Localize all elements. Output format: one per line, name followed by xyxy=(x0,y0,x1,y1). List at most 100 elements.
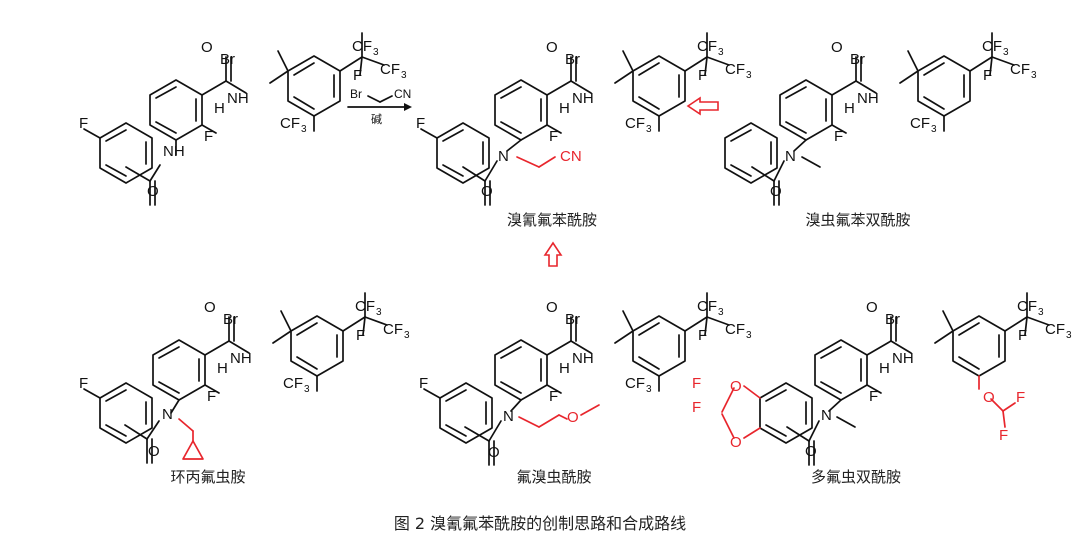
svg-text:F: F xyxy=(698,327,707,344)
svg-text:Br: Br xyxy=(223,311,238,328)
atom-O-highlight: O xyxy=(567,409,579,426)
svg-text:3: 3 xyxy=(1038,307,1044,318)
svg-text:CF: CF xyxy=(1017,298,1037,315)
figure-caption: 图 2 溴氰氟苯酰胺的创制思路和合成路线 xyxy=(393,514,687,533)
atom-CF3: CF xyxy=(352,38,372,55)
svg-text:O: O xyxy=(983,389,995,406)
svg-text:F: F xyxy=(419,375,428,392)
svg-text:O: O xyxy=(546,299,558,316)
svg-text:N: N xyxy=(785,148,796,165)
label-top-middle: 溴氰氟苯酰胺 xyxy=(506,211,598,229)
svg-text:3: 3 xyxy=(718,47,724,58)
atom-CN-highlight: CN xyxy=(560,148,582,165)
svg-text:F: F xyxy=(983,67,992,84)
label-bottom-right: 多氟虫双酰胺 xyxy=(810,468,902,486)
atom-CF3: CF xyxy=(280,115,300,132)
svg-text:CF: CF xyxy=(1010,61,1030,78)
compound-bottom-middle xyxy=(464,292,730,466)
reaction-arrow: Br CN 碱 xyxy=(347,87,412,126)
atom-F: F xyxy=(79,115,88,132)
svg-text:H: H xyxy=(559,100,570,117)
svg-text:NH: NH xyxy=(572,350,594,367)
svg-text:3: 3 xyxy=(646,384,652,395)
atom-H: H xyxy=(214,100,225,117)
svg-text:Br: Br xyxy=(850,51,865,68)
svg-text:Br: Br xyxy=(565,51,580,68)
svg-text:3: 3 xyxy=(746,330,752,341)
svg-text:3: 3 xyxy=(646,124,652,135)
svg-text:O: O xyxy=(770,183,782,200)
svg-text:3: 3 xyxy=(1003,47,1009,58)
atom-F: F xyxy=(353,67,362,84)
svg-text:H: H xyxy=(879,360,890,377)
phenyl-ring xyxy=(724,122,778,184)
svg-text:O: O xyxy=(805,443,817,460)
svg-text:F: F xyxy=(207,388,216,405)
atom-F: F xyxy=(204,128,213,145)
benzodioxole xyxy=(721,382,813,444)
svg-text:F: F xyxy=(416,115,425,132)
svg-text:F: F xyxy=(356,327,365,344)
svg-text:F: F xyxy=(79,375,88,392)
svg-text:CF: CF xyxy=(697,298,717,315)
svg-text:3: 3 xyxy=(301,124,307,135)
svg-text:N: N xyxy=(503,408,514,425)
svg-text:F: F xyxy=(834,128,843,145)
svg-text:F: F xyxy=(698,67,707,84)
svg-text:CF: CF xyxy=(1045,321,1065,338)
atom-NH: NH xyxy=(163,143,185,160)
svg-text:3: 3 xyxy=(718,307,724,318)
compound-top-left xyxy=(125,32,385,206)
svg-text:O: O xyxy=(866,299,878,316)
svg-text:O: O xyxy=(831,39,843,56)
svg-text:H: H xyxy=(559,360,570,377)
svg-text:CF: CF xyxy=(625,115,645,132)
svg-text:NH: NH xyxy=(892,350,914,367)
svg-text:F: F xyxy=(869,388,878,405)
condition-base: 碱 xyxy=(371,113,382,126)
compound-bottom-left xyxy=(124,292,388,464)
svg-text:3: 3 xyxy=(304,384,310,395)
svg-text:CF: CF xyxy=(725,321,745,338)
open-arrow-up xyxy=(543,241,563,267)
svg-text:N: N xyxy=(162,406,173,423)
compound-top-middle xyxy=(462,32,730,206)
svg-text:Br: Br xyxy=(885,311,900,328)
label-top-right: 溴虫氟苯双酰胺 xyxy=(805,211,911,229)
svg-text:N: N xyxy=(821,407,832,424)
svg-text:H: H xyxy=(844,100,855,117)
svg-text:3: 3 xyxy=(401,70,407,81)
atom-O: O xyxy=(201,39,213,56)
svg-text:F: F xyxy=(1016,389,1025,406)
svg-text:Br: Br xyxy=(565,311,580,328)
label-bottom-left: 环丙氟虫胺 xyxy=(170,468,246,486)
svg-text:N: N xyxy=(498,148,509,165)
svg-text:3: 3 xyxy=(931,124,937,135)
svg-text:F: F xyxy=(1018,327,1027,344)
svg-text:CF: CF xyxy=(383,321,403,338)
svg-text:F: F xyxy=(549,388,558,405)
atom-Br: Br xyxy=(220,51,235,68)
svg-text:CF: CF xyxy=(725,61,745,78)
svg-text:3: 3 xyxy=(373,47,379,58)
svg-text:3: 3 xyxy=(746,70,752,81)
svg-text:O: O xyxy=(730,378,742,395)
svg-text:F: F xyxy=(549,128,558,145)
compound-top-right xyxy=(751,32,1015,206)
svg-text:F: F xyxy=(999,427,1008,444)
svg-text:F: F xyxy=(692,375,701,392)
svg-text:O: O xyxy=(546,39,558,56)
label-bottom-middle: 氟溴虫酰胺 xyxy=(516,468,592,486)
svg-text:3: 3 xyxy=(1031,70,1037,81)
svg-text:CF: CF xyxy=(355,298,375,315)
reagent-Br: Br xyxy=(350,87,362,101)
svg-text:CF: CF xyxy=(625,375,645,392)
atom-O: O xyxy=(147,183,159,200)
